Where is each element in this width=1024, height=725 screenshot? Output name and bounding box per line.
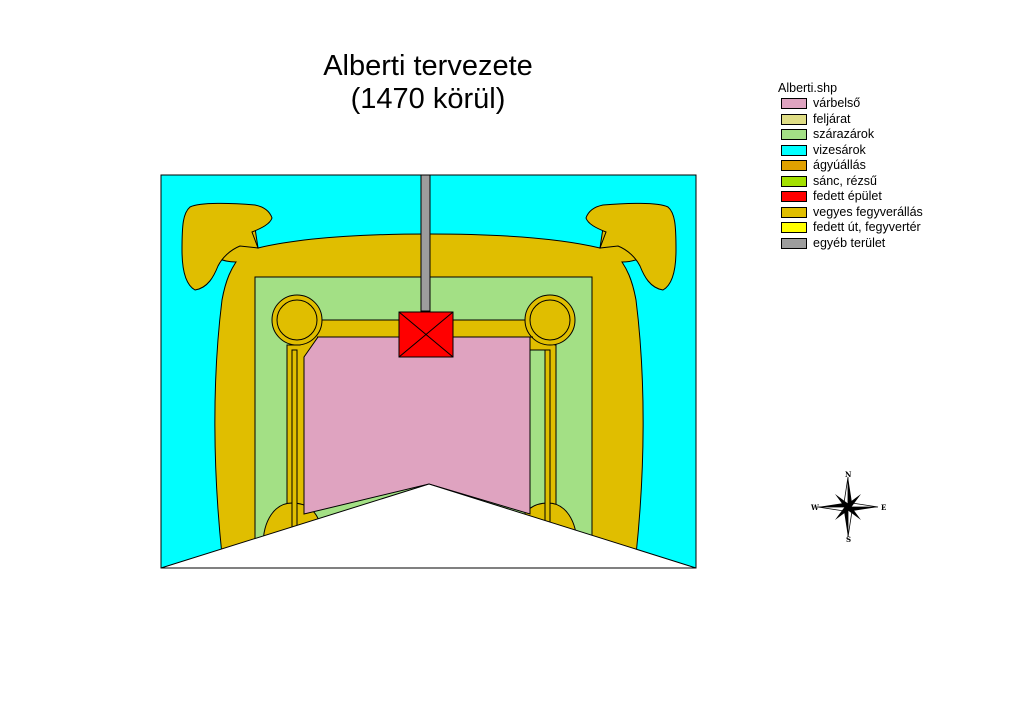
legend-item: feljárat <box>781 112 923 128</box>
legend-swatch <box>781 160 807 172</box>
legend-label: vegyes fegyverállás <box>813 204 923 219</box>
bastion-nw-inner <box>276 299 318 341</box>
map-title: Alberti tervezete (1470 körül) <box>268 50 588 116</box>
compass-rose-icon <box>817 476 879 538</box>
bastion-ne <box>524 294 576 346</box>
compass-east-label: E <box>881 503 887 512</box>
legend-item: ágyúállás <box>781 158 923 174</box>
legend-swatch <box>781 144 807 156</box>
right-horn-bastion <box>585 202 677 291</box>
bastion-nw <box>271 294 323 346</box>
legend-swatch <box>781 222 807 234</box>
legend-swatch <box>781 237 807 249</box>
legend-item: szárazárok <box>781 127 923 143</box>
legend-label: egyéb terület <box>813 235 886 250</box>
building-cross-b <box>398 311 454 358</box>
inner-walkway-right <box>544 349 551 536</box>
compass-north-label: N <box>845 470 852 479</box>
legend-swatch <box>781 191 807 203</box>
map-title-line1: Alberti tervezete <box>323 50 533 82</box>
legend-item: fedett épület <box>781 189 923 205</box>
compass-west-label: W <box>811 503 819 512</box>
legend-item: várbelső <box>781 96 923 112</box>
legend-title: Alberti.shp <box>778 81 838 95</box>
map-title-line2: (1470 körül) <box>350 83 506 115</box>
legend-swatch <box>781 113 807 125</box>
left-horn-bastion <box>181 202 273 291</box>
north-arrow: N S E W <box>810 470 890 545</box>
legend-label: ágyúállás <box>813 158 866 173</box>
bottom-notch <box>160 483 697 569</box>
access-road <box>420 174 431 312</box>
legend-label: sánc, rézsű <box>813 173 877 188</box>
compass-south-label: S <box>846 535 852 544</box>
legend-swatch <box>781 129 807 141</box>
legend-swatch <box>781 175 807 187</box>
legend-swatch <box>781 98 807 110</box>
bastion-ne-inner <box>529 299 571 341</box>
legend-label: fedett út, fegyvertér <box>813 220 921 235</box>
legend-label: vizesárok <box>813 142 866 157</box>
legend-label: várbelső <box>813 96 861 111</box>
legend-swatch <box>781 206 807 218</box>
inner-walkway <box>291 349 298 536</box>
legend-item: vizesárok <box>781 143 923 159</box>
legend-item: vegyes fegyverállás <box>781 205 923 221</box>
legend-item: fedett út, fegyvertér <box>781 220 923 236</box>
legend-item: egyéb terület <box>781 236 923 252</box>
legend-label: feljárat <box>813 111 851 126</box>
legend-item: sánc, rézsű <box>781 174 923 190</box>
legend-label: fedett épület <box>813 189 882 204</box>
legend-label: szárazárok <box>813 127 875 142</box>
